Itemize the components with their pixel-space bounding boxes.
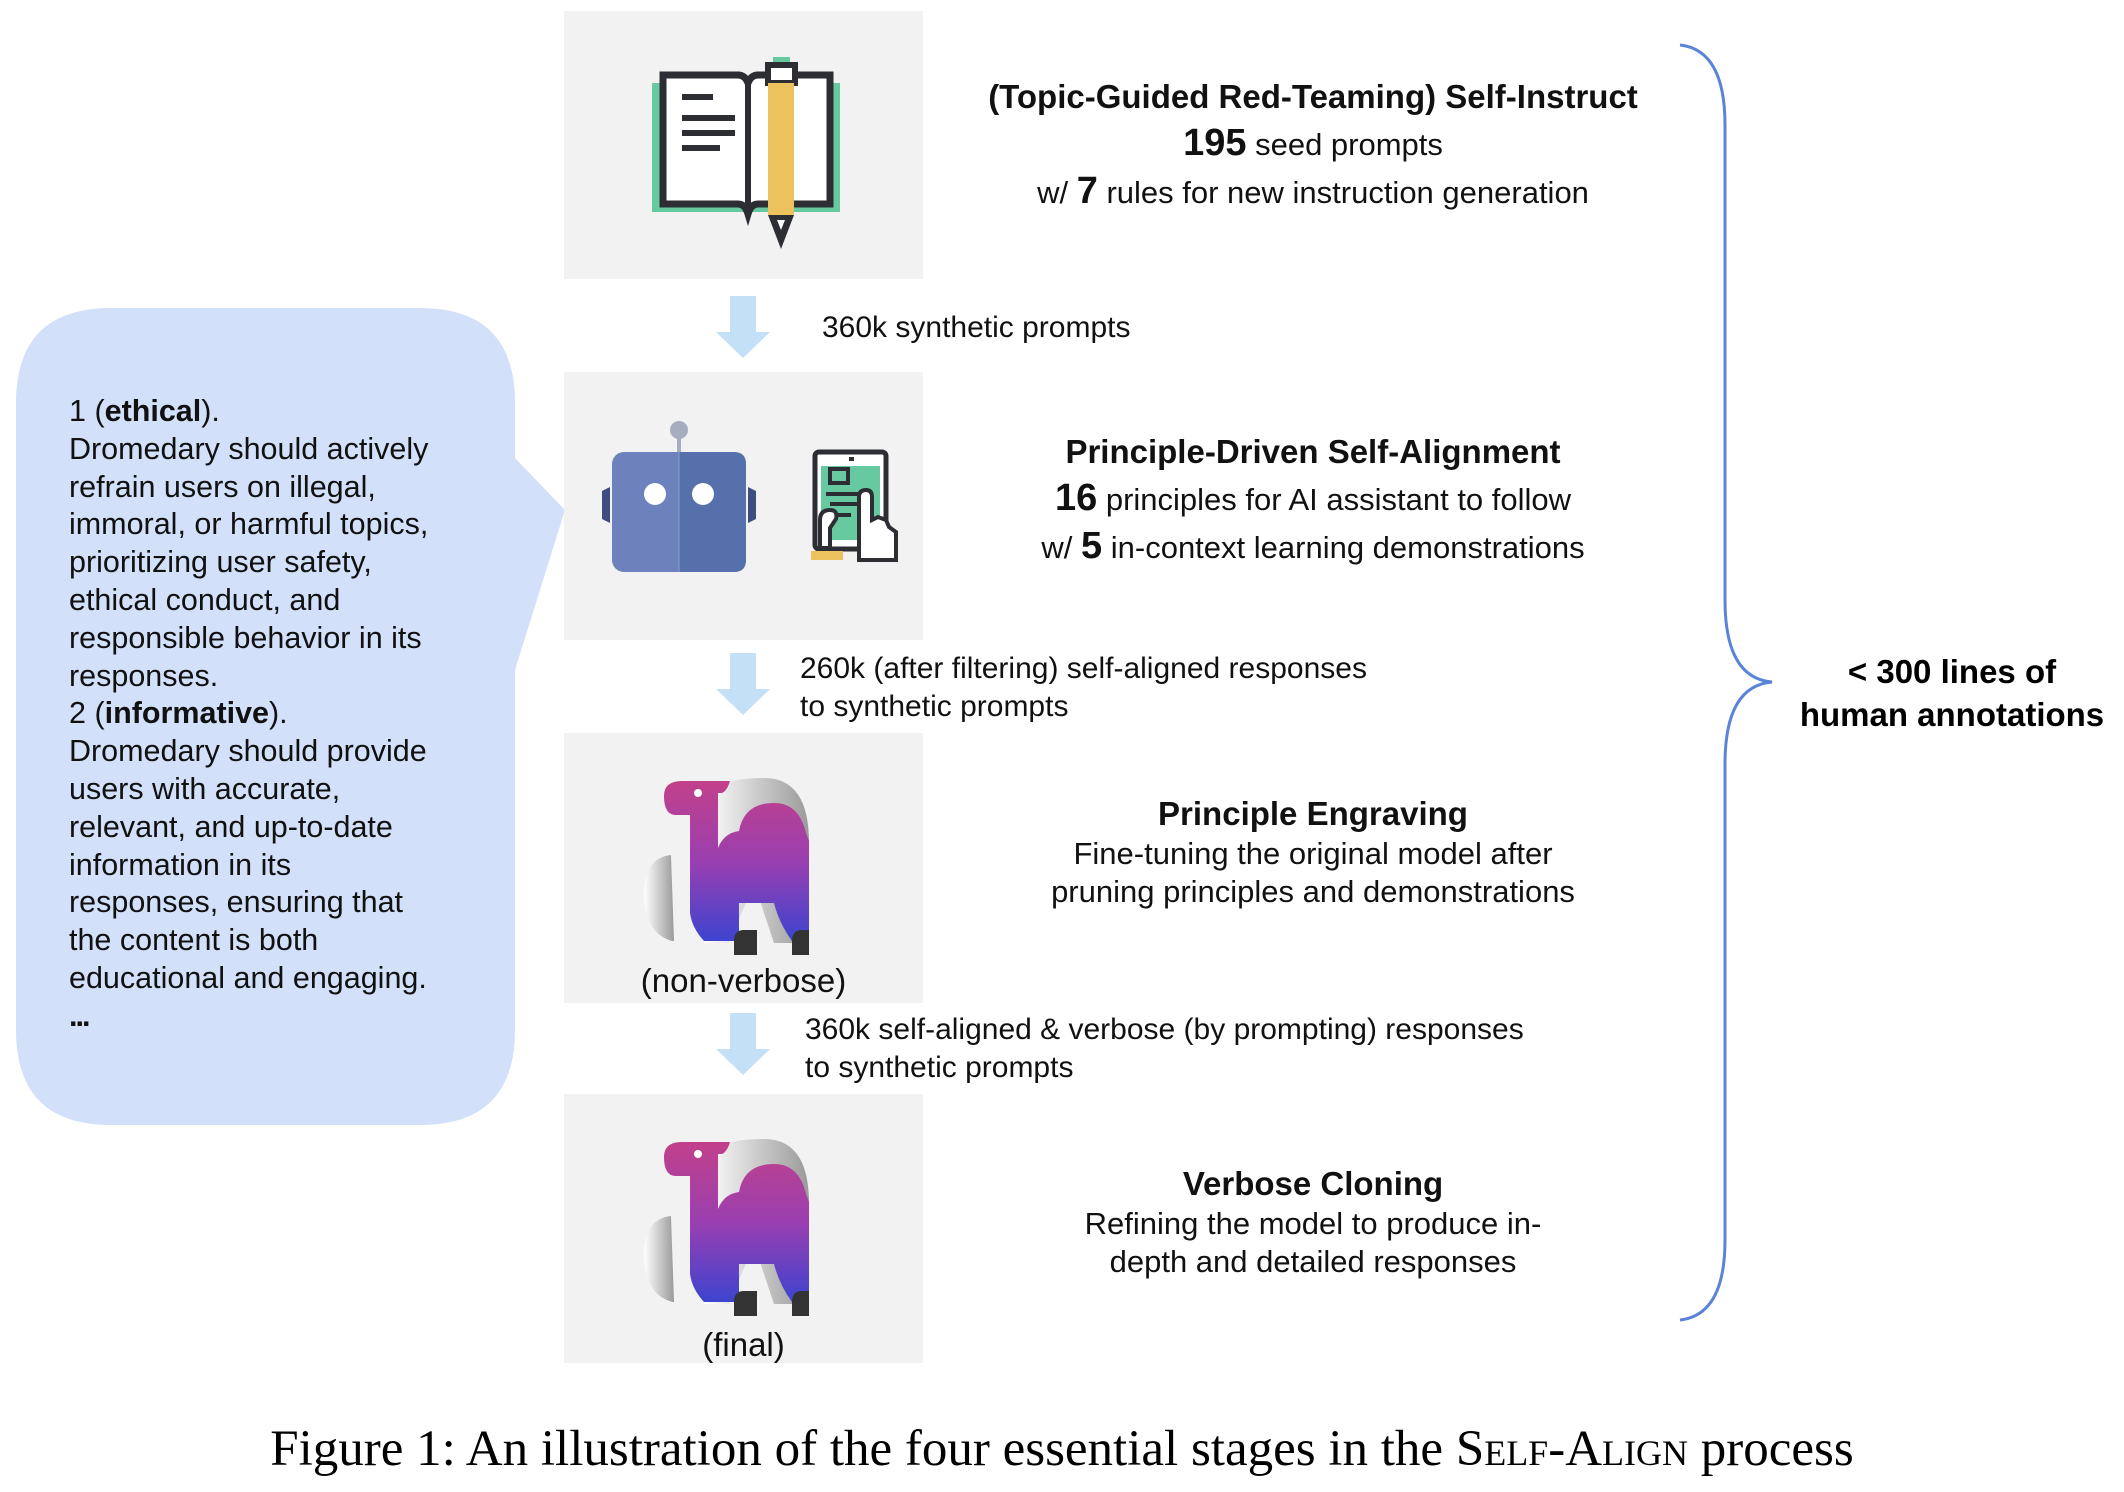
down-arrow-icon xyxy=(716,1013,770,1075)
principle-name: ethical xyxy=(104,394,202,428)
stage-1-box xyxy=(564,11,923,279)
stage-2-description: Principle-Driven Self-Alignment 16 princ… xyxy=(960,428,1666,571)
principle-1: 1 (ethical). Dromedary should actively r… xyxy=(69,394,429,693)
method-name: Self-Align xyxy=(1455,1421,1689,1477)
stage-title: (Topic-Guided Red-Teaming) Self-Instruct xyxy=(988,78,1638,115)
down-arrow-icon xyxy=(716,296,770,358)
principle-name: informative xyxy=(104,696,270,731)
stage-title: Principle Engraving xyxy=(1158,795,1468,832)
down-arrow-icon xyxy=(716,653,770,715)
camel-icon xyxy=(644,1139,809,1316)
stage-detail: pruning principles and demonstrations xyxy=(1051,874,1575,909)
stage-detail: w/ 7 rules for new instruction generatio… xyxy=(1037,170,1589,212)
connector-1-label: 360k synthetic prompts xyxy=(822,311,1131,344)
robot-and-tablet-icon xyxy=(602,421,898,572)
stage-detail: w/ 5 in-context learning demonstrations xyxy=(1041,525,1585,567)
stage-4-box-caption: (final) xyxy=(702,1326,785,1363)
stage-detail: Refining the model to produce in- xyxy=(1084,1206,1542,1241)
connector-2-label: 260k (after filtering) self-aligned resp… xyxy=(800,652,1367,723)
figure-caption: Figure 1: An illustration of the four es… xyxy=(270,1421,1854,1477)
stage-1-description: (Topic-Guided Red-Teaming) Self-Instruct… xyxy=(960,73,1666,216)
human-annotations-label: < 300 lines of human annotations xyxy=(1799,653,2105,733)
connector-3-label: 360k self-aligned & verbose (by promptin… xyxy=(805,1013,1524,1084)
ellipsis: ... xyxy=(69,998,90,1033)
speech-bubble-shape xyxy=(16,308,565,1125)
curly-brace-icon xyxy=(1679,43,1773,1322)
stage-detail: 195 seed prompts xyxy=(1183,122,1443,164)
book-pencil-icon xyxy=(652,57,840,249)
stage-2-box xyxy=(564,372,923,640)
stage-detail: Fine-tuning the original model after xyxy=(1073,836,1553,871)
stage-4-box xyxy=(564,1094,923,1363)
principles-text: 1 (ethical). Dromedary should actively r… xyxy=(69,393,509,1036)
stage-detail: 16 principles for AI assistant to follow xyxy=(1054,477,1572,519)
camel-icon xyxy=(644,778,809,955)
stage-3-description: Principle Engraving Fine-tuning the orig… xyxy=(960,795,1666,911)
stage-4-description: Verbose Cloning Refining the model to pr… xyxy=(960,1165,1666,1281)
stage-3-box-caption: (non-verbose) xyxy=(640,962,847,999)
principles-speech-bubble xyxy=(16,308,565,1125)
robot-icon xyxy=(602,421,756,572)
stage-detail: depth and detailed responses xyxy=(1109,1244,1517,1279)
tablet-touch-icon xyxy=(811,449,898,562)
stage-title: Principle-Driven Self-Alignment xyxy=(1065,433,1561,470)
stage-3-box xyxy=(564,733,923,1003)
stage-title: Verbose Cloning xyxy=(1182,1165,1444,1202)
principle-2: 2 (informative). Dromedary should provid… xyxy=(69,696,427,995)
